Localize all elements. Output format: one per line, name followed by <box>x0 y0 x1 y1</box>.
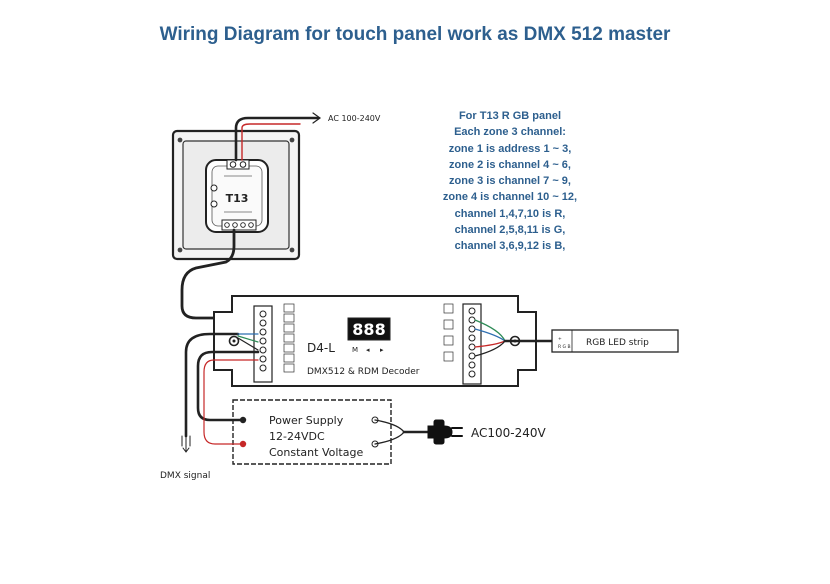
dmx-signal-cable <box>181 332 259 453</box>
dmx-signal-label: DMX signal <box>160 471 210 481</box>
panel-ac-wires <box>234 112 322 162</box>
decoder-model: D4-L <box>307 341 335 355</box>
decoder-name: DMX512 & RDM Decoder <box>307 367 420 377</box>
channel-notes: For T13 R GB panel Each zone 3 channel: … <box>425 108 595 255</box>
dmx-decoder: 888 M ◂ ▸ D4-L DMX512 & RDM Decoder <box>213 295 537 387</box>
note-line: channel 3,6,9,12 is B, <box>454 240 566 253</box>
led-strip-label: RGB LED strip <box>586 338 649 348</box>
ac-plug <box>374 419 463 445</box>
note-line: Each zone 3 channel: <box>454 126 566 139</box>
note-line: channel 2,5,8,11 is G, <box>454 224 566 237</box>
touch-panel: T13 <box>171 129 301 261</box>
decoder-button-label: ▸ <box>380 346 384 354</box>
power-wires <box>196 350 260 445</box>
note-line: zone 2 is channel 4 ~ 6, <box>449 158 571 171</box>
power-supply-line: 12-24VDC <box>269 430 325 443</box>
note-line: zone 1 is address 1 ~ 3, <box>448 142 572 155</box>
power-supply-line: Power Supply <box>269 414 344 427</box>
power-supply: Power Supply 12-24VDC Constant Voltage <box>232 399 392 465</box>
svg-text:+: + <box>558 336 562 342</box>
note-line: For T13 R GB panel <box>458 110 562 122</box>
panel-label: T13 <box>226 192 249 205</box>
ac-plug-label: AC100-240V <box>471 426 547 440</box>
diagram-title: Wiring Diagram for touch panel work as D… <box>159 24 671 45</box>
decoder-button-label: ◂ <box>366 346 370 354</box>
panel-ac-label: AC 100-240V <box>328 114 381 123</box>
power-supply-line: Constant Voltage <box>269 446 363 459</box>
led-output-wires <box>474 319 554 357</box>
svg-text:R G B: R G B <box>558 344 571 350</box>
decoder-button-label: M <box>352 346 358 354</box>
note-line: zone 3 is channel 7 ~ 9, <box>449 175 571 188</box>
note-line: zone 4 is channel 10 ~ 12, <box>442 191 578 204</box>
decoder-display: 888 <box>352 320 385 339</box>
note-line: channel 1,4,7,10 is R, <box>454 207 566 220</box>
rgb-led-strip: + R G B RGB LED strip <box>551 329 679 353</box>
